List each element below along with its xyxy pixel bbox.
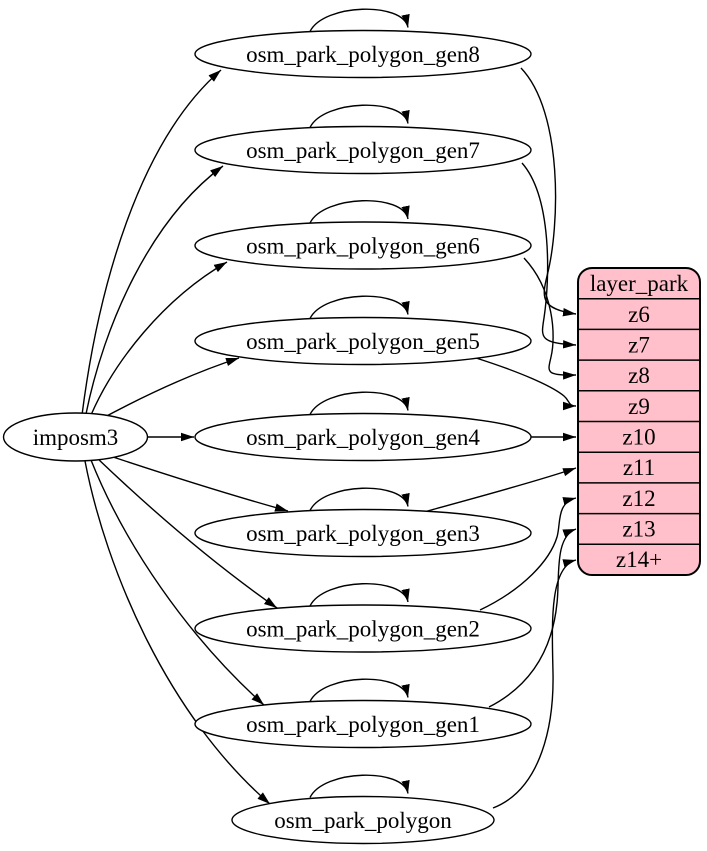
polygon-label: osm_park_polygon — [274, 808, 452, 833]
gen1-ellipse — [194, 699, 532, 749]
layer-park-title: layer_park — [590, 271, 689, 296]
node-osm_park_polygon_gen1: osm_park_polygon_gen1 — [194, 699, 532, 749]
row-z7: z7 — [628, 333, 650, 358]
self-loop-gen5 — [309, 295, 410, 319]
gen4-ellipse — [194, 412, 532, 462]
node-osm_park_polygon_gen8: osm_park_polygon_gen8 — [194, 29, 532, 79]
row-z12: z12 — [622, 486, 655, 511]
row-z8: z8 — [628, 363, 650, 388]
gen8-ellipse — [194, 29, 532, 79]
gen2-label: osm_park_polygon_gen2 — [246, 617, 480, 642]
self-loop-gen7 — [309, 104, 410, 128]
edge-imposm3-to-polygon — [84, 460, 271, 805]
gen5-ellipse — [194, 316, 532, 366]
gen1-label: osm_park_polygon_gen1 — [246, 712, 480, 737]
node-osm_park_polygon: osm_park_polygon — [231, 795, 495, 845]
node-osm_park_polygon_gen7: osm_park_polygon_gen7 — [194, 125, 532, 175]
gen2-ellipse — [194, 604, 532, 653]
polygon-ellipse — [231, 795, 495, 845]
node-osm_park_polygon_gen5: osm_park_polygon_gen5 — [194, 316, 532, 366]
edge-gen3-to-z11 — [423, 467, 577, 513]
self-loop-edges — [309, 8, 410, 798]
gen5-label: osm_park_polygon_gen5 — [246, 329, 480, 354]
imposm3-ellipse — [2, 412, 149, 462]
edge-imposm3-to-gen1 — [90, 459, 265, 706]
self-loop-gen6 — [309, 200, 410, 224]
node-osm_park_polygon_gen2: osm_park_polygon_gen2 — [194, 604, 532, 653]
edge-gen5-to-z9 — [475, 357, 577, 411]
edge-gen2-to-z12 — [479, 497, 577, 611]
edge-imposm3-to-gen3 — [103, 453, 289, 512]
edges-to-layer — [423, 67, 577, 809]
row-z11: z11 — [623, 455, 655, 480]
gen6-ellipse — [194, 221, 532, 270]
gen6-label: osm_park_polygon_gen6 — [246, 234, 480, 259]
self-loop-gen3 — [309, 487, 410, 511]
edge-imposm3-to-gen2 — [96, 457, 278, 609]
row-z9: z9 — [628, 394, 650, 419]
gen4-label: osm_park_polygon_gen4 — [246, 425, 480, 450]
edge-imposm3-to-gen6 — [90, 261, 228, 416]
gen7-label: osm_park_polygon_gen7 — [246, 138, 480, 163]
self-loop-gen8 — [309, 8, 410, 32]
gen7-ellipse — [194, 125, 532, 175]
row-z10: z10 — [622, 425, 655, 450]
edge-gen7-to-z7 — [521, 162, 577, 349]
row-z6: z6 — [628, 302, 650, 327]
edge-polygon-to-z14 — [492, 559, 577, 809]
edge-gen1-to-z13 — [488, 528, 577, 708]
self-loop-gen2 — [309, 583, 410, 607]
edge-gen6-to-z8 — [523, 257, 577, 380]
node-layer_park: layer_park z6 z7 z8 z9 z10 z11 z12 z13 z… — [577, 267, 701, 576]
edge-imposm3-to-gen7 — [85, 165, 224, 415]
node-osm_park_polygon_gen4: osm_park_polygon_gen4 — [194, 412, 532, 462]
self-loop-polygon — [309, 774, 410, 798]
gen3-label: osm_park_polygon_gen3 — [246, 521, 480, 546]
node-imposm3: imposm3 — [2, 412, 149, 462]
edge-imposm3-to-gen8 — [81, 69, 222, 416]
gen8-label: osm_park_polygon_gen8 — [246, 42, 480, 67]
node-osm_park_polygon_gen3: osm_park_polygon_gen3 — [194, 508, 532, 558]
imposm3-label: imposm3 — [33, 425, 119, 450]
edge-imposm3-to-gen5 — [100, 357, 240, 420]
row-z14: z14+ — [616, 547, 662, 572]
edge-gen8-to-z6 — [520, 67, 577, 317]
node-osm_park_polygon_gen6: osm_park_polygon_gen6 — [194, 221, 532, 270]
self-loop-gen4 — [309, 391, 410, 415]
edges-from-source — [81, 69, 289, 805]
gen3-ellipse — [194, 508, 532, 558]
row-z13: z13 — [622, 517, 655, 542]
self-loop-gen1 — [309, 678, 410, 702]
